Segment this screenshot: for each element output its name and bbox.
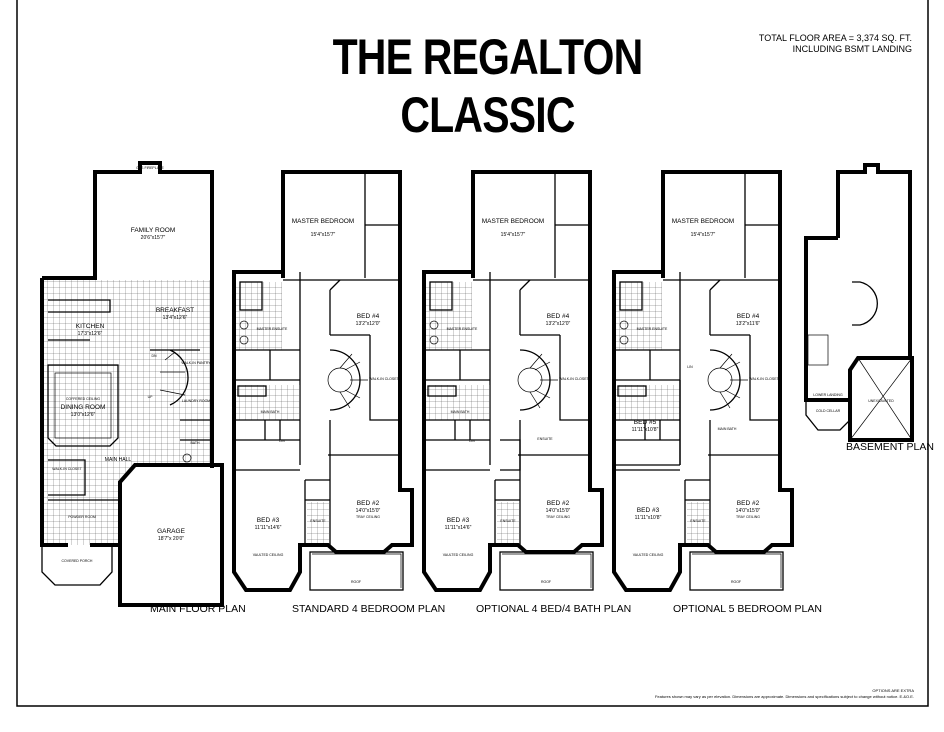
linen-label: LIN [687, 365, 693, 369]
main-bath-label: MAIN BATH [451, 410, 470, 414]
standard-plan-label: STANDARD 4 BEDROOM PLAN [292, 603, 446, 615]
ensuite-3-label: ENSUITE [537, 437, 553, 441]
master-bedroom-dim: 15'4"x15'7" [311, 232, 336, 238]
main-bath-label: MAIN BATH [718, 427, 737, 431]
bed3-dim: 11'11"x10'8" [635, 515, 662, 521]
bed2-note: TRAY CEILING [546, 515, 570, 519]
roof-label: ROOF [731, 580, 741, 584]
kitchen-label: KITCHEN [76, 323, 105, 330]
pantry-label: WALK-IN PANTRY [181, 361, 211, 365]
lower-landing-label: LOWER LANDING [813, 393, 843, 397]
bed5-walls [614, 380, 681, 466]
total-floor-area: TOTAL FLOOR AREA = 3,374 SQ. FT. INCLUDI… [759, 33, 912, 55]
bed2-label: BED #2 [357, 500, 380, 507]
walkin-closet-label: WALK-IN CLOSET [749, 377, 779, 381]
total-area-line1: TOTAL FLOOR AREA = 3,374 SQ. FT. [758, 33, 912, 43]
bed2-label: BED #2 [737, 500, 760, 507]
stair-up-label: UP [148, 395, 154, 399]
master-ensuite-label: MASTER ENSUITE [257, 327, 288, 331]
optional-bath-labels: MASTER BEDROOM 15'4"x15'7" BED #4 13'2"x… [443, 218, 590, 584]
master-ensuite-label: MASTER ENSUITE [637, 327, 668, 331]
roof-label: ROOF [541, 580, 551, 584]
bath-label: BATH [190, 441, 200, 445]
laundry-label: LAUNDRY ROOM [182, 399, 211, 403]
bed2-dim: 14'0"x15'0" [356, 508, 381, 514]
total-area-line2: INCLUDING BSMT LANDING [792, 44, 912, 54]
main-floor-plan [40, 161, 224, 607]
bed2-note: TRAY CEILING [356, 515, 380, 519]
bed5-dim: 11'11"x10'8" [632, 427, 659, 433]
family-room-dim: 20'6"x15'7" [141, 235, 166, 241]
optional-5bed-labels: MASTER BEDROOM 15'4"x15'7" BED #4 13'2"x… [632, 218, 780, 584]
bed4-label: BED #4 [547, 313, 570, 320]
master-ensuite-label: MASTER ENSUITE [447, 327, 478, 331]
bed3-note: VAULTED CEILING [633, 553, 664, 557]
bed5-label: BED #5 [634, 419, 657, 426]
bed3-label: BED #3 [447, 517, 470, 524]
master-bedroom-dim: 15'4"x15'7" [691, 232, 716, 238]
bed2-dim: 14'0"x15'0" [736, 508, 761, 514]
unexcavated-label: UNEXCAVATED [868, 399, 894, 403]
fireplace-label: GAS FIREPLACE [136, 166, 164, 170]
main-bath-label: MAIN BATH [261, 410, 280, 414]
main-floor-plan-label: MAIN FLOOR PLAN [150, 603, 246, 615]
bed3-note: VAULTED CEILING [443, 553, 474, 557]
optional-5bed-plan-label: OPTIONAL 5 BEDROOM PLAN [673, 603, 822, 615]
family-room-label: FAMILY ROOM [131, 227, 176, 234]
ensuite-label: ENSUITE [310, 519, 326, 523]
master-bedroom-label: MASTER BEDROOM [292, 218, 354, 225]
roof-label: ROOF [351, 580, 361, 584]
page-title: THE REGALTON CLASSIC [332, 29, 644, 143]
walkin-closet-label: WALK-IN CLOSET [559, 377, 589, 381]
bed3-dim: 11'11"x14'6" [255, 525, 282, 531]
ensuite-label: ENSUITE [690, 519, 706, 523]
linen-label: LIN [469, 439, 475, 443]
ensuite-label: ENSUITE [500, 519, 516, 523]
walkin-closet-label: WALK-IN CLOSET [369, 377, 399, 381]
master-bedroom-label: MASTER BEDROOM [672, 218, 734, 225]
bed4-label: BED #4 [357, 313, 380, 320]
breakfast-dim: 13'4"x12'6" [163, 315, 188, 321]
walkin-closet-label: WALK-IN CLOSET [52, 467, 82, 471]
disclaimer: Features shown may vary as per elevation… [654, 694, 914, 699]
ensuite3-walls [500, 439, 521, 471]
dining-room-dim: 13'0"x12'6" [71, 412, 96, 418]
bed4-dim: 13'2"x12'0" [546, 321, 571, 327]
breakfast-label: BREAKFAST [156, 307, 194, 314]
powder-room-label: POWDER ROOM [68, 515, 96, 519]
optional-bath-plan-label: OPTIONAL 4 BED/4 BATH PLAN [476, 603, 632, 615]
porch-label: COVERED PORCH [62, 559, 93, 563]
basement-plan [804, 163, 914, 442]
master-bedroom-label: MASTER BEDROOM [482, 218, 544, 225]
bed3-dim: 11'11"x14'6" [445, 525, 472, 531]
master-bedroom-dim: 15'4"x15'7" [501, 232, 526, 238]
standard-labels: MASTER BEDROOM 15'4"x15'7" BED #4 13'2"x… [253, 218, 400, 584]
dining-room-label: DINING ROOM [61, 404, 106, 411]
stair-dn-label: DN [151, 354, 157, 358]
bed4-label: BED #4 [737, 313, 760, 320]
page-frame [16, 0, 929, 707]
garage-dim: 18'7"x 20'0" [158, 536, 184, 542]
basement-plan-label: BASEMENT PLAN [846, 441, 934, 453]
bed3-label: BED #3 [637, 507, 660, 514]
options-note: OPTIONS ARE EXTRA [872, 688, 914, 693]
cold-cellar-label: COLD CELLAR [816, 409, 841, 413]
dining-note: COFFERED CEILING [66, 397, 101, 401]
linen-label: LIN [279, 439, 285, 443]
main-hall-label: MAIN HALL [105, 457, 132, 463]
bed2-dim: 14'0"x15'0" [546, 508, 571, 514]
kitchen-dim: 17'3"x12'6" [78, 331, 103, 337]
bed2-label: BED #2 [547, 500, 570, 507]
bed3-note: VAULTED CEILING [253, 553, 284, 557]
bed4-dim: 13'2"x11'6" [736, 321, 760, 327]
garage-label: GARAGE [157, 528, 185, 535]
bed3-label: BED #3 [257, 517, 280, 524]
bed4-dim: 13'2"x12'0" [356, 321, 381, 327]
bed2-note: TRAY CEILING [736, 515, 760, 519]
